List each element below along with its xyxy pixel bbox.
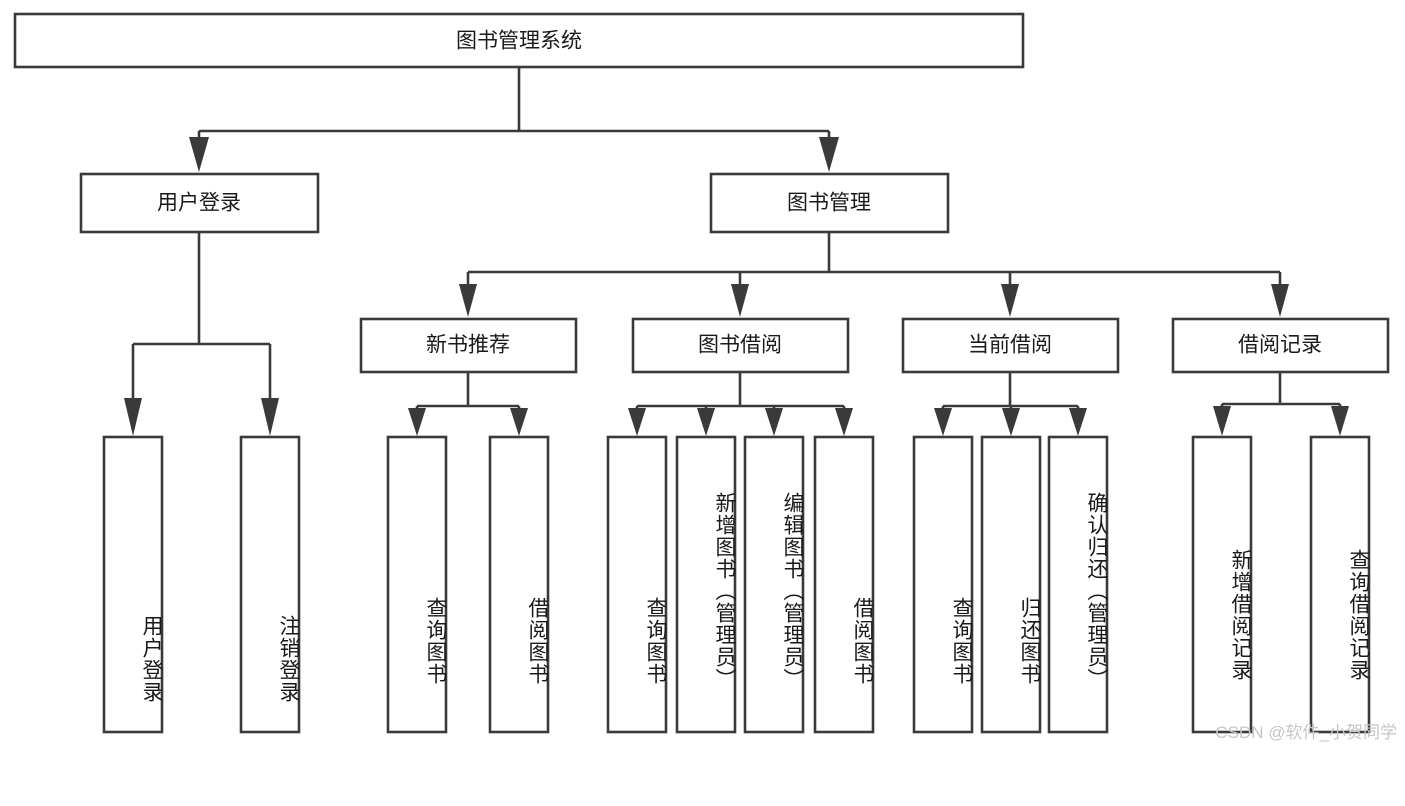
node-book-mgmt-label: 图书管理: [787, 192, 871, 215]
arrow-head-cb-leaf-1: [1002, 408, 1020, 436]
connector-group-root: [189, 67, 839, 172]
node-current-borrow-box[interactable]: [901, 317, 1120, 374]
leaf-box-borrow-record-0[interactable]: [1191, 435, 1253, 734]
leaf-box-book-borrow-3[interactable]: [813, 435, 875, 734]
node-borrow-record-label: 借阅记录: [1238, 334, 1322, 357]
node-book-mgmt-box[interactable]: [709, 172, 950, 234]
arrow-head-bb-leaf-3: [835, 408, 853, 436]
connector-group-borrow-record: [1213, 372, 1349, 436]
arrow-head-l2-0: [459, 284, 477, 317]
arrow-head-nb-leaf-0: [408, 408, 426, 436]
node-user-login-label: 用户登录: [157, 192, 241, 215]
node-root-box[interactable]: [13, 12, 1025, 69]
connector-group-user-login: [124, 232, 279, 436]
node-book-borrow-label: 图书借阅: [698, 334, 782, 357]
connector-group-book-mgmt: [459, 232, 1289, 317]
arrow-head-bb-leaf-2: [765, 408, 783, 436]
arrow-head-nb-leaf-1: [510, 408, 528, 436]
leaf-box-current-borrow-0[interactable]: [912, 435, 974, 734]
node-user-login-box[interactable]: [79, 172, 320, 234]
leaf-box-borrow-record-1[interactable]: [1309, 435, 1371, 734]
arrow-head-ul-leaf-1: [261, 398, 279, 436]
diagram-svg: 图书管理系统 用户登录 图书管理 新书推荐 图书借阅 当前借阅 借阅记录: [13, 12, 1390, 734]
leaf-box-book-borrow-2[interactable]: [743, 435, 805, 734]
arrow-head-l2-2: [1001, 284, 1019, 317]
node-root-label: 图书管理系统: [456, 30, 582, 53]
leaf-box-current-borrow-2[interactable]: [1047, 435, 1109, 734]
leaf-box-new-book-0[interactable]: [386, 435, 448, 734]
leaf-box-user-login-1[interactable]: [239, 435, 301, 734]
leaf-box-user-login-0[interactable]: [102, 435, 164, 734]
node-borrow-record-box[interactable]: [1171, 317, 1390, 374]
node-new-book-label: 新书推荐: [426, 334, 510, 357]
leaf-box-new-book-1[interactable]: [488, 435, 550, 734]
leaf-box-book-borrow-0[interactable]: [606, 435, 668, 734]
connector-group-book-borrow: [628, 372, 853, 436]
connector-group-new-book: [408, 372, 528, 436]
arrow-head-cb-leaf-0: [934, 408, 952, 436]
arrow-head-bb-leaf-1: [697, 408, 715, 436]
node-current-borrow-label: 当前借阅: [968, 334, 1052, 357]
arrow-head-l2-3: [1271, 284, 1289, 317]
arrow-head-br-leaf-0: [1213, 406, 1231, 436]
arrow-head-user-login: [189, 137, 209, 172]
watermark-label: CSDN @软件_小贺同学: [1215, 723, 1397, 742]
arrow-head-br-leaf-1: [1331, 406, 1349, 436]
arrow-head-l2-1: [731, 284, 749, 317]
node-new-book-box[interactable]: [359, 317, 578, 374]
arrow-head-bb-leaf-0: [628, 408, 646, 436]
connector-group-current-borrow: [934, 372, 1087, 436]
diagram-canvas: 图书管理系统 用户登录 图书管理 新书推荐 图书借阅 当前借阅 借阅记录: [13, 12, 1397, 742]
leaf-box-book-borrow-1[interactable]: [675, 435, 737, 734]
leaf-box-current-borrow-1[interactable]: [980, 435, 1042, 734]
arrow-head-book-mgmt: [819, 137, 839, 172]
node-book-borrow-box[interactable]: [631, 317, 850, 374]
arrow-head-ul-leaf-0: [124, 398, 142, 436]
arrow-head-cb-leaf-2: [1069, 408, 1087, 436]
